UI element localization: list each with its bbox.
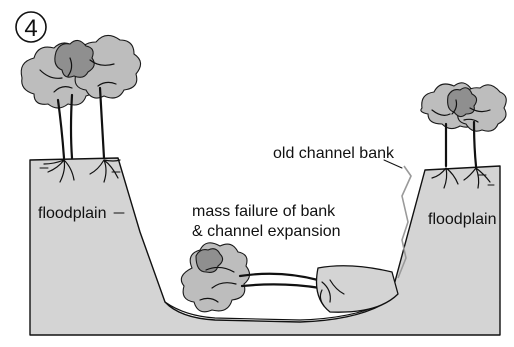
- left-trees: [20, 34, 142, 183]
- fallen-tree: [180, 242, 399, 313]
- leader-old-channel-bank: [383, 159, 403, 169]
- label-mass-failure-2: & channel expansion: [192, 223, 341, 240]
- floodplain-ticks: [39, 167, 495, 186]
- left-tree-trunk-3: [98, 86, 106, 160]
- right-trees: [420, 82, 507, 189]
- left-tree-branches: [39, 57, 117, 93]
- ground-cross-section: [29, 157, 501, 336]
- slumped-block-roots: [319, 279, 345, 307]
- right-tree-branches: [431, 99, 491, 123]
- label-old-channel-bank: old channel bank: [273, 145, 395, 162]
- left-tree-canopy-3: [54, 39, 95, 78]
- right-tree-roots: [431, 167, 491, 189]
- right-tree-trunk-2: [472, 120, 478, 168]
- fallen-tree-canopy-dark: [195, 248, 224, 273]
- step-number-circle: [15, 11, 47, 43]
- label-floodplain-right: floodplain: [428, 211, 497, 228]
- slumped-bank-block: [315, 265, 399, 313]
- fallen-tree-trunk-2: [240, 283, 322, 290]
- label-mass-failure-1: mass failure of bank: [192, 203, 336, 220]
- fallen-tree-trunk-1: [238, 272, 320, 282]
- old-channel-bank-line: [397, 165, 412, 279]
- left-tree-trunk-2: [69, 93, 74, 160]
- label-floodplain-left: floodplain: [38, 205, 107, 222]
- left-tree-trunk-1: [56, 98, 66, 160]
- left-tree-roots: [43, 159, 121, 183]
- fallen-tree-branches: [199, 266, 237, 303]
- step-number: 4: [24, 15, 37, 42]
